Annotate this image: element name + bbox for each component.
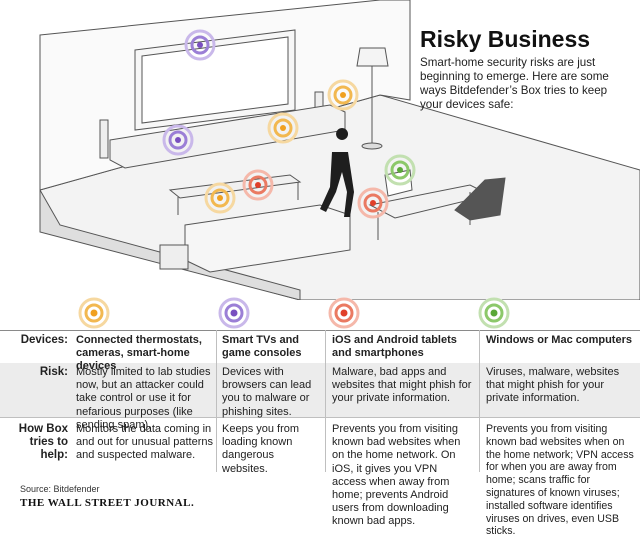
device-name-tv-consoles: Smart TVs and game consoles xyxy=(222,334,302,360)
source-note: Source: Bitdefender xyxy=(20,484,100,494)
row-label-help: How Box tries to help: xyxy=(18,423,68,461)
device-name-smart-home: Connected thermostats, cameras, smart-ho… xyxy=(76,334,202,373)
help-row-band xyxy=(0,417,640,510)
column-separator xyxy=(479,330,480,472)
device-type-icons xyxy=(78,297,510,329)
risk-tv-consoles: Devices with browsers can lead you to ma… xyxy=(222,366,312,418)
risk-computers: Viruses, malware, websites that might ph… xyxy=(486,366,620,405)
row-label-devices: Devices: xyxy=(20,334,68,346)
mobile-icon xyxy=(328,297,360,329)
risk-row-band xyxy=(0,363,640,417)
computer-icon xyxy=(478,297,510,329)
help-smart-home: Monitors the data coming in and out for … xyxy=(76,423,213,462)
publisher-logo: THE WALL STREET JOURNAL. xyxy=(20,497,195,509)
floor-lamp xyxy=(356,47,389,67)
tv-console-icon xyxy=(218,297,250,329)
device-rings xyxy=(162,29,416,219)
device-name-mobile: iOS and Android tablets and smartphones xyxy=(332,334,457,360)
help-computers: Prevents you from visiting known bad web… xyxy=(486,423,634,538)
person-silhouette xyxy=(320,128,354,217)
device-name-computers: Windows or Mac computers xyxy=(486,334,632,346)
column-separator xyxy=(325,330,326,472)
floor-edge xyxy=(39,188,301,300)
speaker-left xyxy=(99,119,109,159)
thermostat-icon xyxy=(78,297,110,329)
room-illustration xyxy=(39,0,640,300)
desk-chair xyxy=(454,177,506,221)
risk-mobile: Malware, bad apps and websites that migh… xyxy=(332,366,472,405)
page-title: Risky Business xyxy=(420,26,591,52)
row-label-risk: Risk: xyxy=(39,366,68,378)
devices-row-band xyxy=(0,330,640,364)
intro-text: Smart-home security risks are just begin… xyxy=(420,56,609,111)
column-separator xyxy=(216,330,217,472)
help-mobile: Prevents you from visiting known bad web… xyxy=(332,423,461,528)
risk-smart-home: Mostly limited to lab studies now, but a… xyxy=(76,366,211,431)
help-tv-consoles: Keeps you from loading known dangerous w… xyxy=(222,423,300,475)
